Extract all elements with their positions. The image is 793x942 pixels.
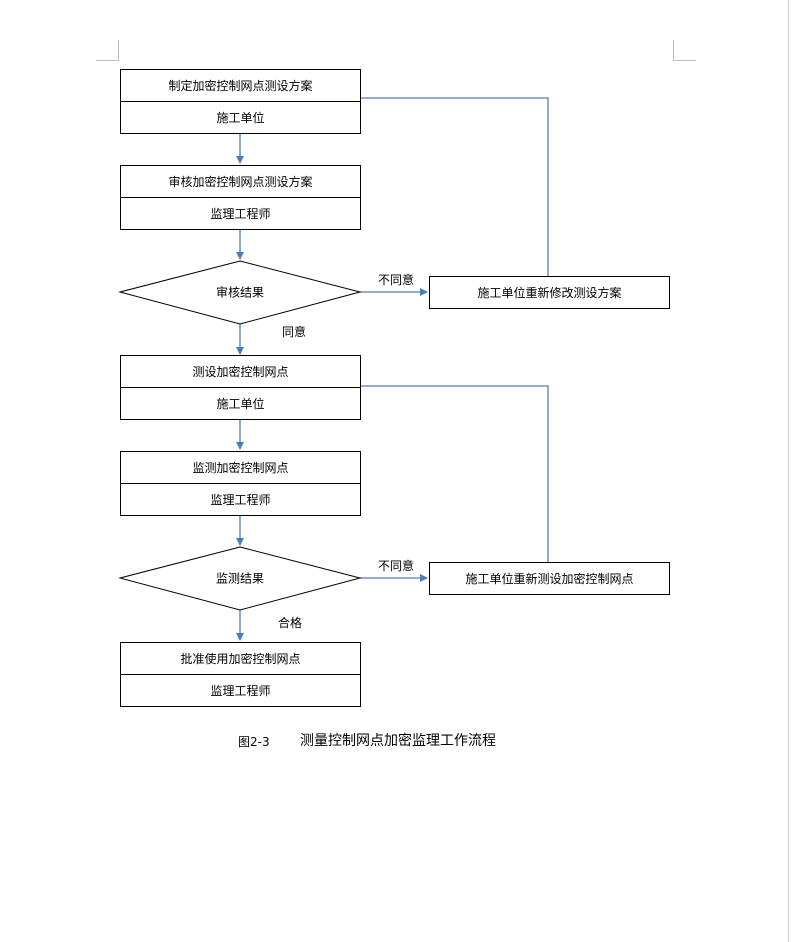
figure-caption: 测量控制网点加密监理工作流程 [300, 733, 496, 749]
process-actor-label: 施工单位 [216, 397, 265, 411]
side-box-resurvey: 施工单位重新测设加密控制网点 [429, 562, 670, 595]
process-task-label: 制定加密控制网点测设方案 [121, 70, 360, 102]
process-box-approve: 批准使用加密控制网点 监理工程师 [120, 642, 361, 707]
process-actor-label: 监理工程师 [210, 207, 271, 221]
edge-label-disagree-2: 不同意 [378, 559, 415, 573]
process-actor-label: 施工单位 [216, 111, 265, 125]
process-actor-label: 监理工程师 [210, 684, 271, 698]
process-task-label: 审核加密控制网点测设方案 [121, 166, 360, 198]
process-task-label: 监测加密控制网点 [121, 452, 360, 484]
side-box-revise-plan: 施工单位重新修改测设方案 [429, 276, 670, 309]
loop-resurvey-to-survey [360, 385, 549, 562]
process-task-label: 测设加密控制网点 [121, 356, 360, 388]
process-actor-label: 监理工程师 [210, 493, 271, 507]
figure-number: 图2-3 [238, 735, 270, 749]
edge-label-agree: 同意 [282, 325, 307, 339]
process-box-monitor: 监测加密控制网点 监理工程师 [120, 451, 361, 516]
decision-label-review: 审核结果 [215, 285, 265, 300]
margin-corner-mark-left [96, 40, 119, 61]
decision-diamond-review [118, 260, 362, 325]
edge-label-qualified: 合格 [278, 616, 303, 630]
loop-revise-to-formulate [360, 97, 549, 276]
page-edge [788, 0, 789, 942]
process-task-label: 批准使用加密控制网点 [121, 643, 360, 675]
decision-label-monitor: 监测结果 [215, 571, 265, 586]
margin-corner-mark-right [673, 40, 696, 61]
process-box-survey: 测设加密控制网点 施工单位 [120, 355, 361, 420]
decision-diamond-monitor [118, 546, 362, 611]
process-box-review: 审核加密控制网点测设方案 监理工程师 [120, 165, 361, 230]
edge-label-disagree-1: 不同意 [378, 273, 415, 287]
process-box-formulate: 制定加密控制网点测设方案 施工单位 [120, 69, 361, 134]
